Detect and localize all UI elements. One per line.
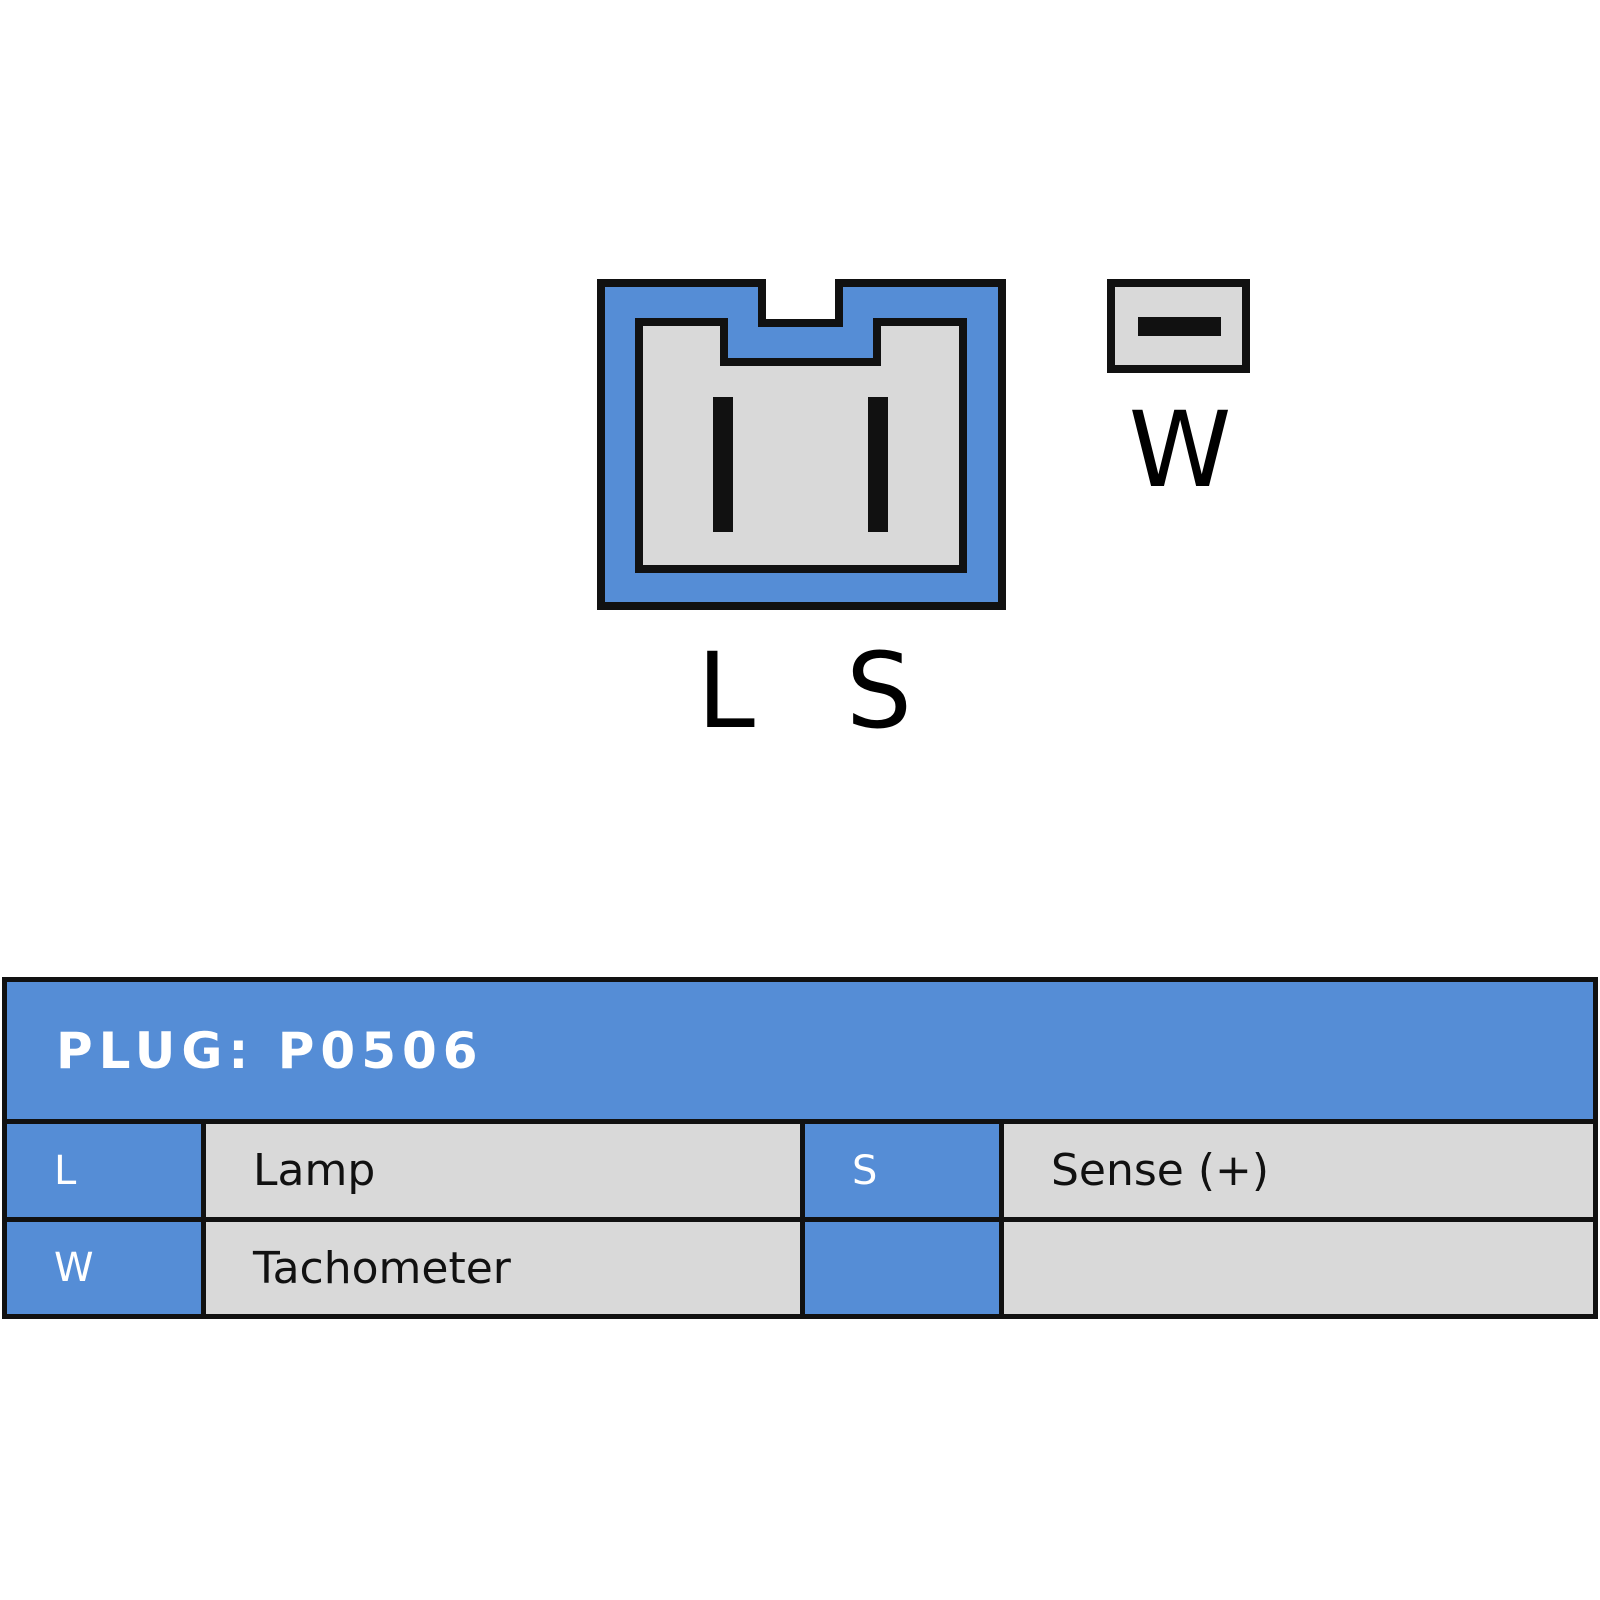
desc-cell-tachometer: Tachometer	[206, 1222, 800, 1314]
desc-cell-sense: Sense (+)	[1004, 1124, 1593, 1217]
aux-connector	[1107, 279, 1250, 373]
connector-diagram: L S W	[597, 279, 1250, 752]
desc-cell-empty	[1004, 1222, 1593, 1314]
pin-label-w: W	[1129, 389, 1232, 511]
pin-label-s: S	[846, 630, 912, 752]
pin-table: PLUG: P0506 L Lamp S Sense (+) W Tachome…	[2, 977, 1598, 1319]
table-title: PLUG: P0506	[7, 982, 1593, 1119]
connector-face	[635, 318, 967, 573]
aux-pin-blade	[1138, 317, 1221, 336]
pin-cell-empty	[805, 1222, 999, 1314]
pin-blade-s	[868, 397, 888, 532]
desc-cell-lamp: Lamp	[206, 1124, 800, 1217]
pin-blade-l	[713, 397, 733, 532]
pin-cell-w: W	[7, 1222, 201, 1314]
pin-label-l: L	[697, 630, 755, 752]
pin-cell-l: L	[7, 1124, 201, 1217]
main-connector	[597, 279, 1006, 610]
pin-cell-s: S	[805, 1124, 999, 1217]
